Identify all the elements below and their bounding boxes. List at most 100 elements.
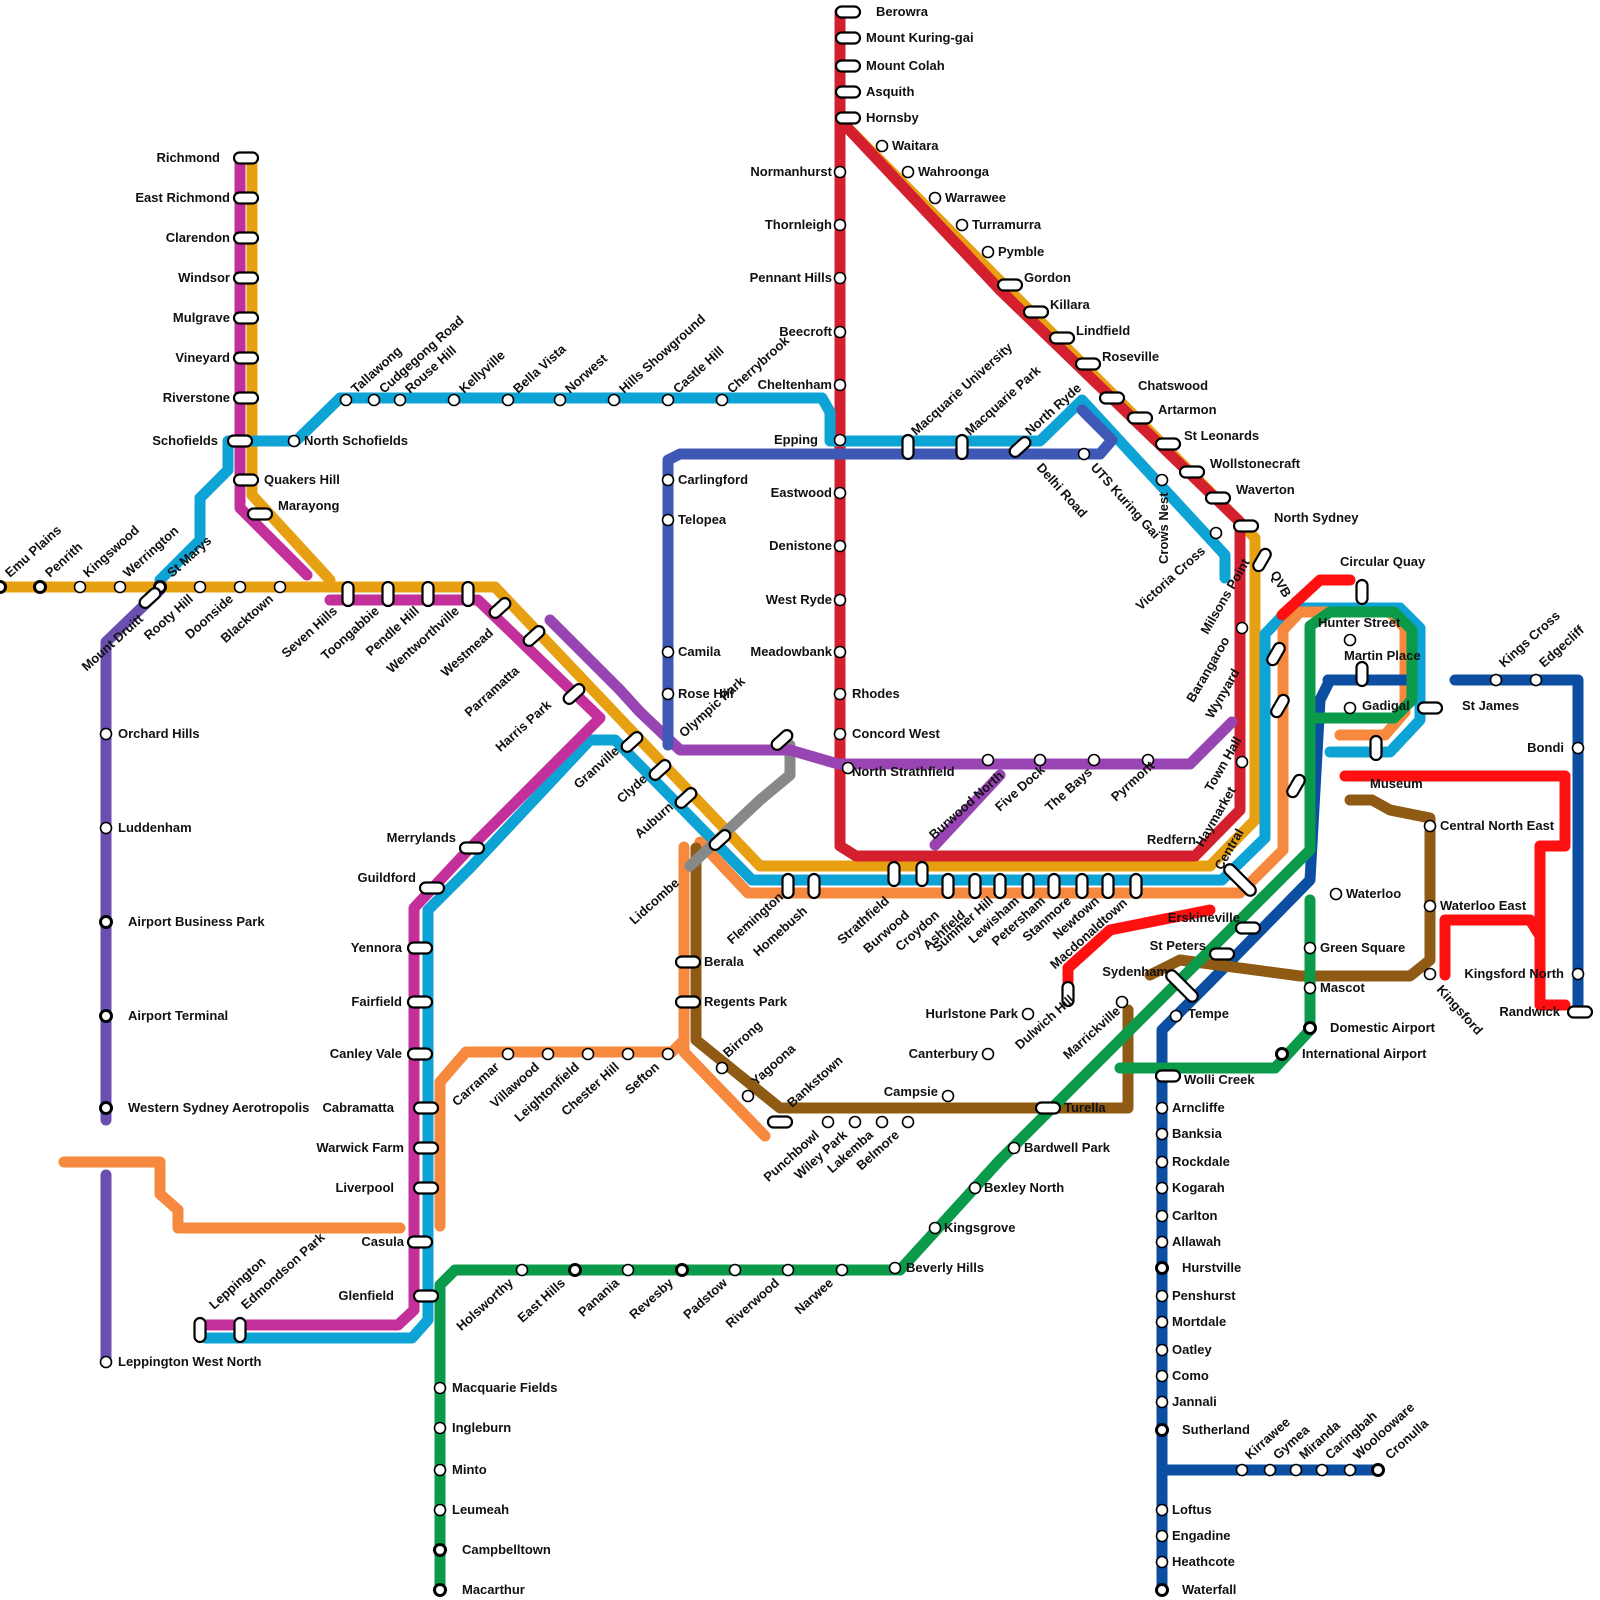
station-marker-cherrybrook[interactable] xyxy=(717,395,728,406)
station-marker-kellyville[interactable] xyxy=(449,395,460,406)
station-marker-loftus[interactable] xyxy=(1157,1505,1168,1516)
station-marker-werrington[interactable] xyxy=(115,582,126,593)
station-marker-gordon[interactable] xyxy=(998,280,1022,291)
station-marker-yagoona[interactable] xyxy=(743,1091,754,1102)
station-marker-bankstown[interactable] xyxy=(768,1117,792,1128)
station-marker-edmondson-park[interactable] xyxy=(235,1318,246,1342)
station-marker-pennant-hills[interactable] xyxy=(835,273,846,284)
station-marker-green-square[interactable] xyxy=(1305,943,1316,954)
station-marker-canterbury[interactable] xyxy=(983,1049,994,1060)
station-marker-telopea[interactable] xyxy=(663,515,674,526)
station-marker-mount-kuring-gai[interactable] xyxy=(836,33,860,44)
station-marker-epping[interactable] xyxy=(835,435,846,446)
station-marker-merrylands[interactable] xyxy=(460,843,484,854)
station-marker-waterloo[interactable] xyxy=(1331,889,1342,900)
station-marker-burwood[interactable] xyxy=(917,862,928,886)
station-marker-carlingford[interactable] xyxy=(663,475,674,486)
station-marker-homebush[interactable] xyxy=(809,874,820,898)
station-marker-allawah[interactable] xyxy=(1157,1237,1168,1248)
station-marker-mascot[interactable] xyxy=(1305,983,1316,994)
station-marker-kings-cross[interactable] xyxy=(1491,675,1502,686)
station-marker-birrong[interactable] xyxy=(717,1063,728,1074)
station-marker-airport-business-park[interactable] xyxy=(101,917,112,928)
station-marker-campbelltown[interactable] xyxy=(435,1545,446,1556)
station-marker-wollstonecraft[interactable] xyxy=(1180,467,1204,478)
station-marker-lewisham[interactable] xyxy=(1023,874,1034,898)
station-marker-bella-vista[interactable] xyxy=(503,395,514,406)
station-marker-caringbah[interactable] xyxy=(1317,1465,1328,1476)
station-marker-mount-colah[interactable] xyxy=(836,61,860,72)
station-marker-vineyard[interactable] xyxy=(234,353,258,364)
station-marker-thornleigh[interactable] xyxy=(835,220,846,231)
station-marker-concord-west[interactable] xyxy=(835,729,846,740)
station-marker-uts-kuring-gai[interactable] xyxy=(1079,449,1090,460)
station-marker-lakemba[interactable] xyxy=(877,1117,888,1128)
station-marker-belmore[interactable] xyxy=(903,1117,914,1128)
station-marker-wahroonga[interactable] xyxy=(903,167,914,178)
station-marker-marayong[interactable] xyxy=(248,509,272,520)
station-marker-pendle-hill[interactable] xyxy=(423,582,434,606)
station-marker-guildford[interactable] xyxy=(420,883,444,894)
station-marker-casula[interactable] xyxy=(408,1237,432,1248)
station-marker-windsor[interactable] xyxy=(234,273,258,284)
station-marker-kingsford[interactable] xyxy=(1425,969,1436,980)
station-marker-como[interactable] xyxy=(1157,1371,1168,1382)
station-marker-riverstone[interactable] xyxy=(234,393,258,404)
station-marker-sefton[interactable] xyxy=(663,1049,674,1060)
station-marker-kirrawee[interactable] xyxy=(1237,1465,1248,1476)
station-marker-rockdale[interactable] xyxy=(1157,1157,1168,1168)
station-marker-minto[interactable] xyxy=(435,1465,446,1476)
station-marker-padstow[interactable] xyxy=(730,1265,741,1276)
station-marker-circular-quay[interactable] xyxy=(1357,580,1368,604)
station-marker-orchard-hills[interactable] xyxy=(101,729,112,740)
station-marker-gymea[interactable] xyxy=(1265,1465,1276,1476)
station-marker-waterfall[interactable] xyxy=(1157,1585,1168,1596)
station-marker-mortdale[interactable] xyxy=(1157,1317,1168,1328)
station-marker-clyde[interactable] xyxy=(647,758,672,782)
station-marker-hornsby[interactable] xyxy=(836,113,860,124)
station-marker-north-schofields[interactable] xyxy=(289,436,300,447)
station-marker-campsie[interactable] xyxy=(943,1091,954,1102)
station-marker-punchbowl[interactable] xyxy=(823,1117,834,1128)
station-marker-kingsford-north[interactable] xyxy=(1573,969,1584,980)
station-marker-petersham[interactable] xyxy=(1049,874,1060,898)
station-marker-macquarie-park[interactable] xyxy=(957,435,968,459)
station-marker-blacktown[interactable] xyxy=(275,582,286,593)
station-marker-barangaroo[interactable] xyxy=(1237,623,1248,634)
station-marker-museum[interactable] xyxy=(1371,736,1382,760)
station-marker-burwood-north[interactable] xyxy=(983,755,994,766)
station-marker-warrawee[interactable] xyxy=(930,193,941,204)
station-marker-kingswood[interactable] xyxy=(75,582,86,593)
station-marker-randwick[interactable] xyxy=(1568,1007,1592,1018)
station-marker-strathfield[interactable] xyxy=(889,862,900,886)
station-marker-haymarket[interactable] xyxy=(1237,757,1248,768)
station-marker-berala[interactable] xyxy=(676,957,700,968)
station-marker-warwick-farm[interactable] xyxy=(414,1143,438,1154)
station-marker-wolli-creek[interactable] xyxy=(1156,1071,1180,1082)
station-marker-east-hills[interactable] xyxy=(570,1265,581,1276)
station-marker-jannali[interactable] xyxy=(1157,1397,1168,1408)
station-marker-macquarie-fields[interactable] xyxy=(435,1383,446,1394)
station-marker-the-bays[interactable] xyxy=(1089,755,1100,766)
station-marker-villawood[interactable] xyxy=(543,1049,554,1060)
station-marker-leightonfield[interactable] xyxy=(583,1049,594,1060)
station-marker-chester-hill[interactable] xyxy=(623,1049,634,1060)
station-marker-st-leonards[interactable] xyxy=(1156,439,1180,450)
station-marker-chatswood[interactable] xyxy=(1100,393,1124,404)
station-marker-eastwood[interactable] xyxy=(835,488,846,499)
station-marker-doonside[interactable] xyxy=(235,582,246,593)
station-marker-newtown[interactable] xyxy=(1103,874,1114,898)
station-marker-waitara[interactable] xyxy=(877,141,888,152)
station-marker-edgecliff[interactable] xyxy=(1531,675,1542,686)
station-marker-denistone[interactable] xyxy=(835,541,846,552)
station-marker-penrith[interactable] xyxy=(35,582,46,593)
station-marker-gadigal[interactable] xyxy=(1345,703,1356,714)
station-marker-north-sydney[interactable] xyxy=(1234,521,1258,532)
station-marker-pymble[interactable] xyxy=(983,247,994,258)
station-marker-international-airport[interactable] xyxy=(1277,1049,1288,1060)
station-marker-macquarie-university[interactable] xyxy=(903,435,914,459)
station-marker-tempe[interactable] xyxy=(1171,1011,1182,1022)
station-marker-sutherland[interactable] xyxy=(1157,1425,1168,1436)
station-marker-norwest[interactable] xyxy=(555,395,566,406)
station-marker-summer-hill[interactable] xyxy=(995,874,1006,898)
